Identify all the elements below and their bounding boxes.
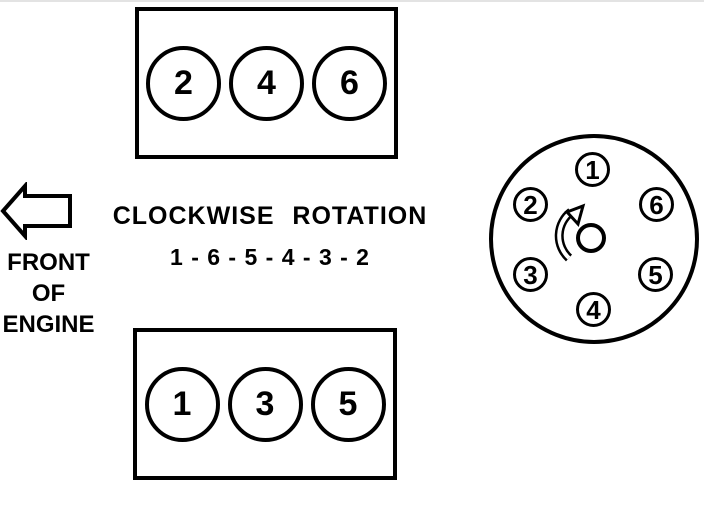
distributor-terminal-3: 3: [513, 257, 548, 292]
cylinder-circle-6: 6: [312, 45, 387, 121]
distributor-terminal-6: 6: [639, 187, 674, 222]
front-label-line2: OF: [31, 280, 66, 307]
distributor-terminal-1: 1: [575, 152, 610, 187]
front-of-engine-arrow-icon: [0, 182, 72, 240]
distributor-cap: 1 2 6 3 5 4: [489, 134, 699, 344]
front-label-line3: ENGINE: [2, 311, 95, 338]
front-label-line1: FRONT: [7, 249, 90, 276]
bottom-divider-line: [0, 0, 704, 2]
cylinder-circle-3: 3: [227, 366, 303, 442]
firing-order-sequence: 1 - 6 - 5 - 4 - 3 - 2: [170, 244, 370, 270]
cylinder-circle-1: 1: [144, 366, 220, 442]
cylinder-circle-4: 4: [229, 45, 304, 121]
cylinder-circle-2: 2: [146, 45, 221, 121]
rotation-title: CLOCKWISE ROTATION: [112, 202, 428, 230]
cylinder-bank-top: 2 4 6: [135, 7, 398, 159]
cylinder-circle-5: 5: [310, 366, 386, 442]
clockwise-rotation-arrow-icon: [554, 203, 586, 262]
distributor-terminal-4: 4: [576, 292, 611, 327]
cylinder-bank-bottom: 1 3 5: [133, 328, 397, 480]
front-of-engine-label: FRONT OF ENGINE: [0, 247, 97, 340]
distributor-terminal-5: 5: [638, 257, 673, 292]
distributor-terminal-2: 2: [513, 187, 548, 222]
rotor-shaft-circle: [576, 223, 606, 253]
